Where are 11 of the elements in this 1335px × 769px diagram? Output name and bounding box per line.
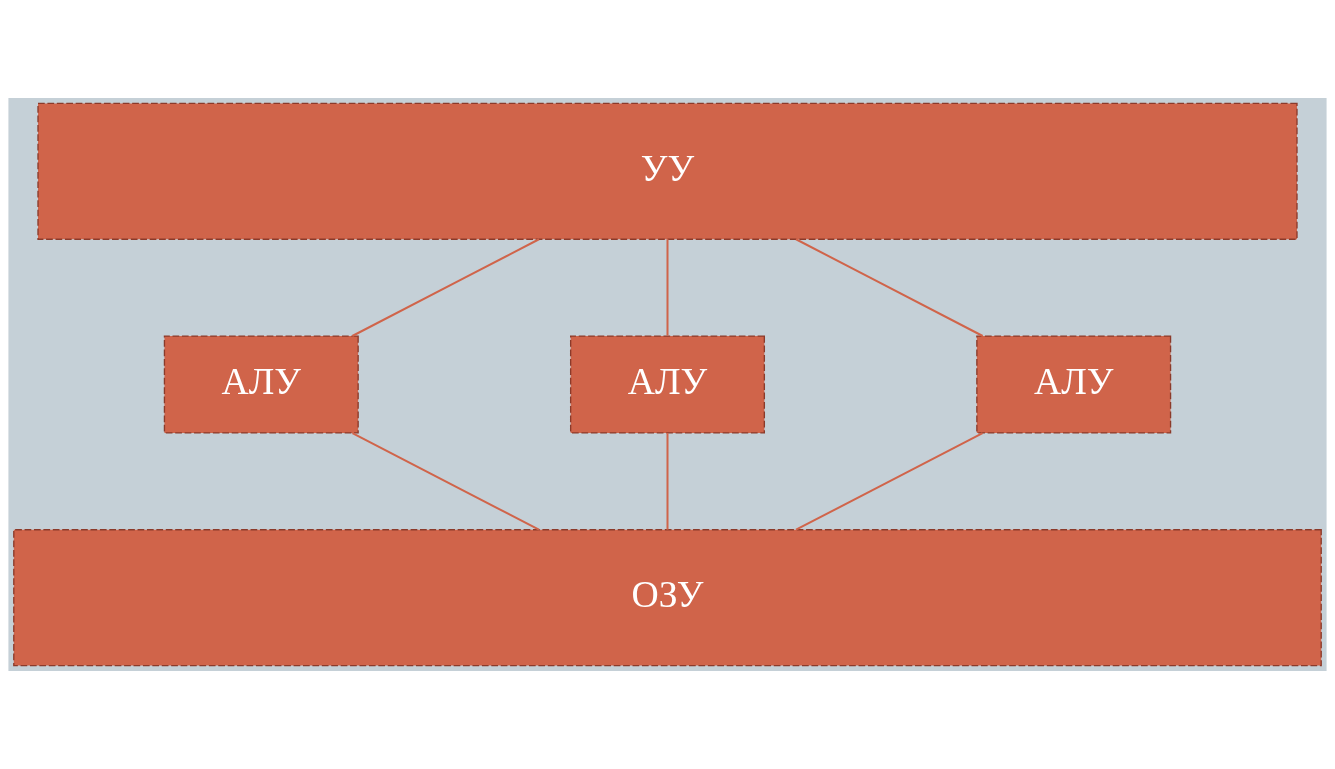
node-box: АЛУ [976, 335, 1172, 434]
connector [795, 238, 984, 337]
connector [666, 239, 669, 336]
connector [351, 238, 540, 337]
connector [351, 432, 540, 531]
node-box: УУ [37, 102, 1298, 240]
node-box: ОЗУ [13, 529, 1322, 667]
connector [666, 433, 669, 530]
node-box: АЛУ [569, 335, 766, 434]
node-box: АЛУ [163, 335, 359, 434]
connector [795, 432, 984, 531]
